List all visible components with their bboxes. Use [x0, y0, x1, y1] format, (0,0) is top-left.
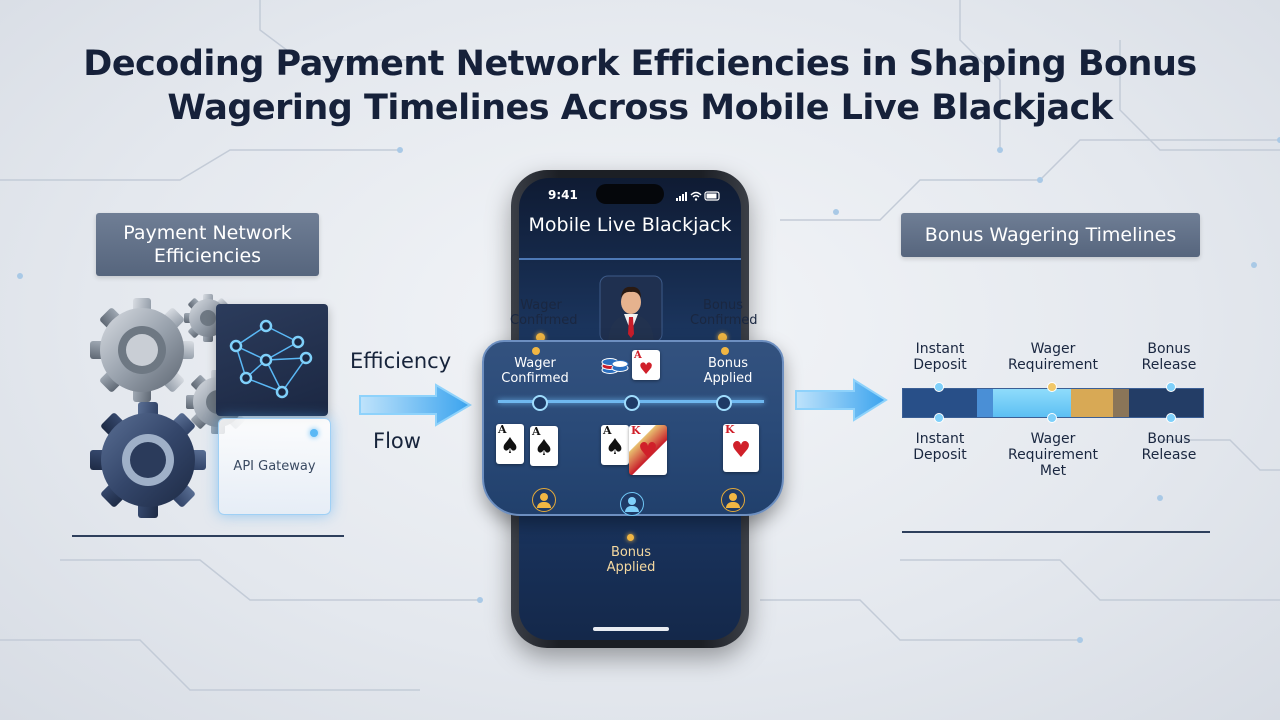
network-panel [216, 304, 328, 416]
status-time: 9:41 [548, 188, 578, 202]
dealer-icon [599, 275, 663, 344]
bonus-release-top-label: Bonus Release [1141, 341, 1197, 373]
api-gateway-label: API Gateway [233, 459, 316, 474]
status-icons [676, 191, 720, 201]
wager-confirmed-label: Wager Confirmed [501, 356, 569, 386]
bonus-applied-label: Bonus Applied [703, 356, 753, 386]
timeline-segment [903, 389, 977, 417]
phone-notch [596, 184, 664, 204]
api-gateway-box: API Gateway [218, 418, 331, 515]
timeline-node [1047, 413, 1057, 423]
gear-icon [90, 294, 250, 518]
timeline-node [934, 382, 944, 392]
timeline-node [1047, 382, 1057, 392]
left-divider [72, 535, 344, 537]
marker-dot [532, 347, 540, 355]
timeline-segment [993, 389, 1071, 417]
marker-dot [721, 347, 729, 355]
title-line-2: Wagering Timelines Across Mobile Live Bl… [167, 88, 1113, 128]
bonus-wagering-heading: Bonus Wagering Timelines [901, 213, 1200, 257]
playing-card: A♠ [530, 426, 558, 466]
playing-card: A♠ [601, 425, 629, 465]
timeline-segment [1129, 389, 1203, 417]
signal-icon [676, 192, 687, 201]
timeline-segment [1071, 389, 1113, 417]
progress-node [716, 395, 732, 411]
wager-confirmed-top-label: Wager Confirmed [510, 298, 578, 328]
progress-node [624, 395, 640, 411]
bonus-confirmed-top-label: Bonus Confirmed [690, 298, 758, 328]
phone-screen-title: Mobile Live Blackjack [528, 214, 732, 236]
wager-requirement-top-label: Wager Requirement [1007, 341, 1099, 373]
instant-deposit-top-label: Instant Deposit [913, 341, 967, 373]
page-title: Decoding Payment Network Efficiencies in… [0, 42, 1280, 130]
playing-card: A♠ [496, 424, 524, 464]
progress-node [532, 395, 548, 411]
playing-card: K♥ [723, 424, 759, 472]
timeline-node [1166, 382, 1176, 392]
efficiency-label: Efficiency [350, 349, 452, 373]
timeline-segment [977, 389, 993, 417]
bonus-release-bottom-label: Bonus Release [1141, 431, 1197, 463]
status-dot [310, 429, 318, 437]
phone-title-divider [519, 258, 741, 260]
payment-network-heading: Payment Network Efficiencies [96, 213, 319, 276]
chip-stack-icon [601, 358, 629, 374]
arrow-right-icon [795, 378, 888, 422]
wifi-icon [690, 191, 702, 198]
arrow-right-icon [359, 383, 472, 427]
title-line-1: Decoding Payment Network Efficiencies in… [83, 44, 1197, 84]
wager-requirement-met-label: Wager Requirement Met [1007, 431, 1099, 479]
marker-dot [536, 333, 545, 342]
network-nodes-icon [229, 319, 313, 399]
marker-dot [627, 534, 634, 541]
right-divider [902, 531, 1210, 533]
timeline-node [1166, 413, 1176, 423]
playing-card: K♥ [629, 425, 667, 475]
bonus-applied-bottom-label: Bonus Applied [606, 545, 656, 575]
marker-dot [718, 333, 727, 342]
player-seat-icon [620, 492, 644, 516]
home-indicator [593, 627, 669, 631]
timeline-segment [1113, 389, 1129, 417]
timeline-node [934, 413, 944, 423]
player-seat-icon [721, 488, 745, 512]
player-seat-icon [532, 488, 556, 512]
flow-label: Flow [373, 429, 421, 453]
battery-icon [704, 191, 720, 201]
playing-card: A♥ [632, 350, 660, 380]
instant-deposit-bottom-label: Instant Deposit [913, 431, 967, 463]
